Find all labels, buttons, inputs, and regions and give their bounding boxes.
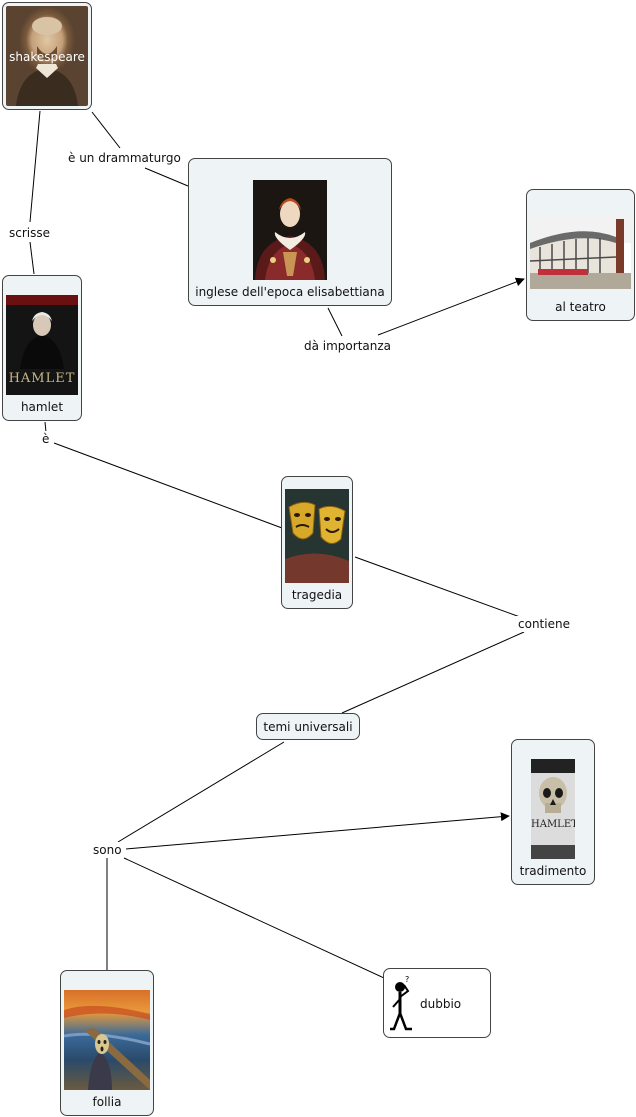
line-is-tragedy: [54, 443, 282, 528]
node-themes[interactable]: temi universali: [256, 713, 360, 740]
node-doubt[interactable]: ? dubbio: [383, 968, 491, 1038]
hamlet-poster-title: HAMLET: [6, 371, 78, 386]
line-elizabethan-importance: [328, 308, 342, 336]
thinking-figure-icon: ?: [388, 973, 418, 1033]
link-label-wrote: scrisse: [7, 225, 52, 241]
the-scream-painting: [64, 990, 150, 1090]
svg-text:?: ?: [405, 975, 409, 984]
node-label-betrayal: tradimento: [520, 861, 587, 880]
globe-theatre-photo: [530, 213, 631, 289]
line-playwright-elizabethan: [145, 168, 188, 186]
node-betrayal[interactable]: HAMLET tradimento: [511, 739, 595, 885]
node-tragedy[interactable]: tragedia: [281, 476, 353, 609]
line-shakespeare-wrote: [30, 111, 40, 222]
theatre-masks-image: [285, 489, 349, 583]
line-wrote-hamlet: [30, 242, 34, 274]
shakespeare-portrait: shakespeare: [6, 6, 88, 106]
node-label-hamlet: hamlet: [21, 397, 63, 416]
link-label-gives-importance: dà importanza: [302, 338, 393, 354]
link-label-contains: contiene: [516, 616, 572, 632]
skull-image: HAMLET: [531, 759, 575, 859]
link-label-are: sono: [91, 842, 124, 858]
line-are-betrayal: [126, 816, 509, 849]
line-are-doubt: [124, 858, 384, 978]
queen-elizabeth-portrait: [253, 180, 327, 280]
link-label-playwright: è un drammaturgo: [66, 150, 183, 166]
node-label-themes: temi universali: [263, 720, 352, 734]
line-shakespeare-playwright: [92, 112, 120, 148]
line-contains-themes: [342, 632, 524, 713]
node-label-elizabethan: inglese dell'epoca elisabettiana: [195, 282, 385, 301]
line-tragedy-contains: [355, 557, 520, 617]
line-importance-theatre: [378, 279, 524, 335]
node-label-madness: follia: [93, 1092, 122, 1111]
node-label-shakespeare: shakespeare: [6, 50, 88, 64]
node-madness[interactable]: follia: [60, 970, 154, 1116]
line-themes-are: [118, 742, 284, 842]
node-shakespeare[interactable]: shakespeare: [2, 2, 92, 110]
skull-caption: HAMLET: [531, 819, 575, 830]
link-label-is: è: [40, 431, 51, 447]
node-theatre[interactable]: al teatro: [526, 189, 635, 321]
node-label-tragedy: tragedia: [292, 585, 342, 604]
hamlet-poster: HAMLET: [6, 295, 78, 395]
node-elizabethan[interactable]: inglese dell'epoca elisabettiana: [188, 158, 392, 306]
node-hamlet[interactable]: HAMLET hamlet: [2, 275, 82, 421]
node-label-doubt: dubbio: [418, 994, 461, 1013]
node-label-theatre: al teatro: [555, 297, 606, 316]
